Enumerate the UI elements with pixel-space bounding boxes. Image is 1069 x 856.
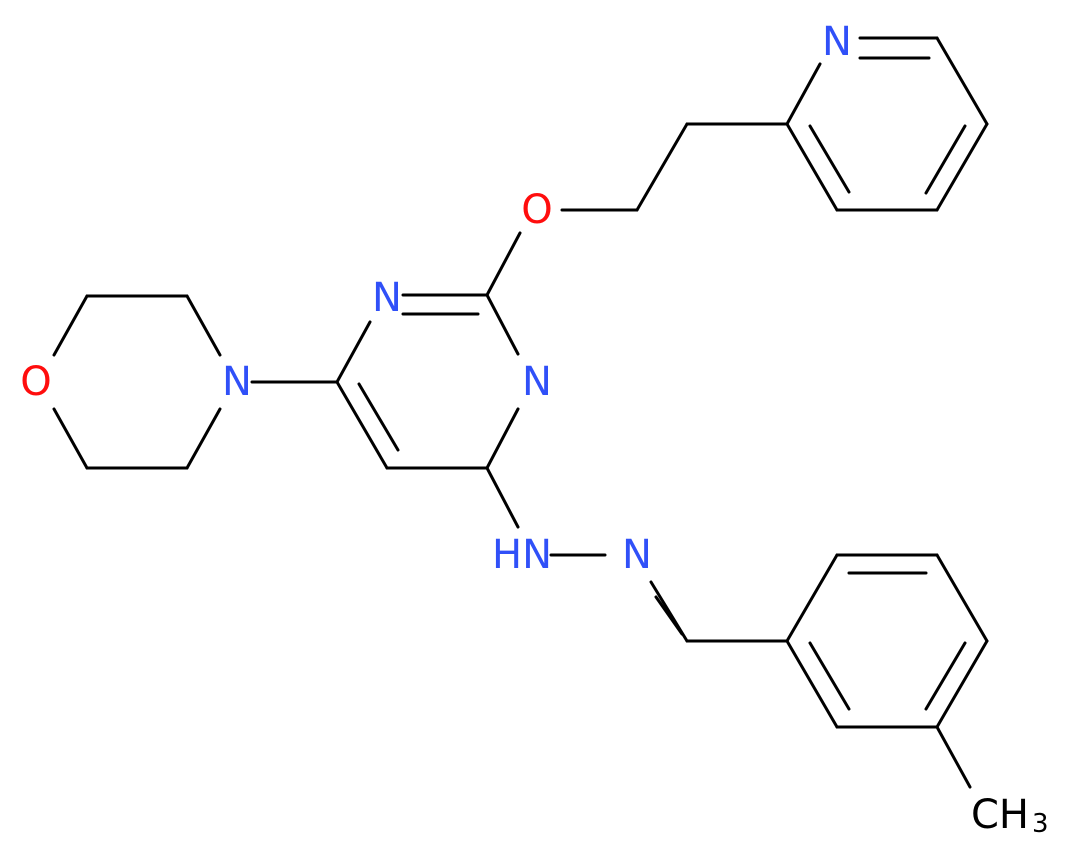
morpholine-nitrogen-label: N [222, 359, 252, 405]
bond [935, 553, 989, 643]
pyrimidine-ring [335, 293, 520, 470]
bond [935, 639, 989, 729]
bond [185, 294, 222, 357]
bond [808, 124, 851, 194]
bond [785, 553, 839, 643]
hydrazone-linker [485, 466, 789, 643]
hydrazone-n-label: N [622, 532, 652, 578]
ethyl-linker [560, 122, 789, 212]
methyl-label: CH [971, 792, 1029, 838]
bond [924, 641, 967, 711]
bond [924, 124, 967, 195]
bond [335, 320, 372, 384]
hydrazone-nh-label: HN [492, 532, 552, 578]
ether-oxygen-label: O [521, 187, 552, 233]
methyl-subscript: 3 [1032, 809, 1049, 839]
morpholine-ring [52, 294, 222, 470]
pyrimidine-n3-label: N [522, 359, 552, 405]
tolyl-ring [785, 553, 989, 789]
bond [785, 62, 822, 126]
bond [52, 294, 89, 357]
bond [357, 382, 400, 452]
bond [654, 595, 684, 636]
bond [935, 122, 989, 212]
bond [185, 407, 222, 470]
bond [485, 231, 522, 297]
bond [335, 380, 389, 470]
bond [485, 407, 520, 470]
bond [635, 122, 689, 212]
bond [785, 639, 839, 729]
pyrimidine-n1-label: N [372, 275, 402, 321]
bond [52, 407, 89, 470]
morpholine-oxygen-label: O [20, 359, 51, 405]
pyridine-ring [785, 36, 989, 212]
bond [785, 122, 839, 212]
bond [485, 293, 520, 356]
pyridine-nitrogen-label: N [822, 19, 852, 65]
bond [935, 36, 989, 126]
bond [485, 466, 520, 529]
bond [935, 725, 972, 789]
bond [808, 641, 851, 711]
